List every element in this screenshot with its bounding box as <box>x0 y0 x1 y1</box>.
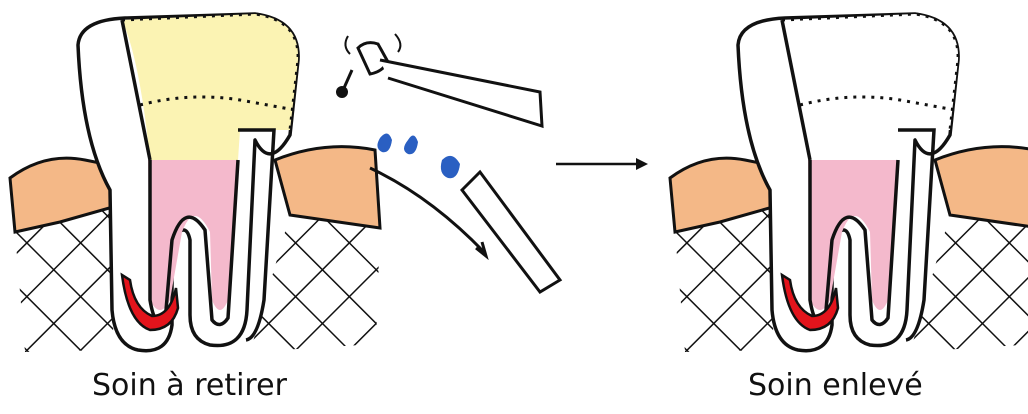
caption-before: Soin à retirer <box>92 368 287 403</box>
right-arrow-icon <box>556 158 648 170</box>
dental-drill-icon <box>336 34 542 126</box>
tooth-after-illustration <box>670 14 1028 352</box>
caption-after: Soin enlevé <box>748 368 923 403</box>
tooth-before-illustration <box>10 14 380 352</box>
water-syringe-icon <box>370 168 560 292</box>
